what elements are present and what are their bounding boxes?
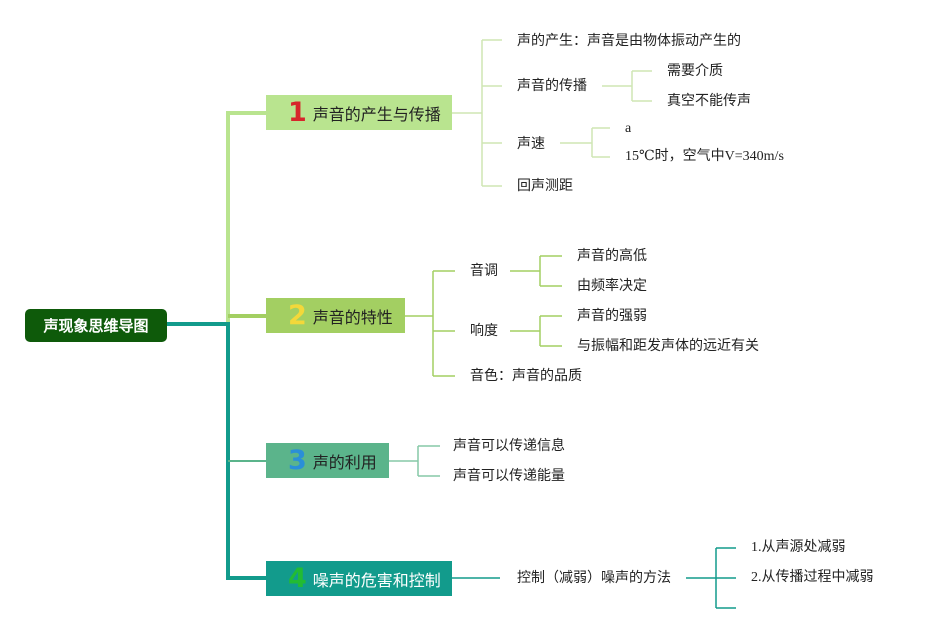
branch-line-3 <box>167 322 266 580</box>
t3-child-1[interactable]: 声音可以传递信息 <box>453 438 565 454</box>
topic-1-label: 声音的产生与传播 <box>312 104 441 124</box>
t2-child-1[interactable]: 音调 <box>470 263 498 279</box>
t1-child-1[interactable]: 声的产生：声音是由物体振动产生的 <box>517 33 741 49</box>
topic-3-node[interactable]: 3 声的利用 <box>266 443 389 478</box>
root-node[interactable]: 声现象思维导图 <box>25 309 167 342</box>
topic-3-number: 3 <box>288 445 307 476</box>
t2-child-2-leaf-1[interactable]: 声音的强弱 <box>577 308 647 324</box>
t2-child-3[interactable]: 音色：声音的品质 <box>470 368 582 384</box>
t4-child-1-leaf-1[interactable]: 1.从声源处减弱 <box>751 540 846 555</box>
t2-child-2[interactable]: 响度 <box>470 323 498 339</box>
topic-3-label: 声的利用 <box>312 452 377 472</box>
t4-child-1[interactable]: 控制（减弱）噪声的方法 <box>517 570 671 586</box>
topic-2-number: 2 <box>288 300 307 331</box>
topic-2-label: 声音的特性 <box>312 307 393 327</box>
topic-4-label: 噪声的危害和控制 <box>312 570 441 590</box>
t1-child-4[interactable]: 回声测距 <box>517 178 573 194</box>
t2-child-2-leaf-2[interactable]: 与振幅和距发声体的远近有关 <box>577 338 759 354</box>
t1-child-2-leaf-1[interactable]: 需要介质 <box>667 63 723 79</box>
root-label: 声现象思维导图 <box>43 317 149 335</box>
topic-1-number: 1 <box>288 97 307 128</box>
topic-1-node[interactable]: 1 声音的产生与传播 <box>266 95 452 130</box>
t1-child-3[interactable]: 声速 <box>517 136 545 152</box>
t1-child-3-leaf-2[interactable]: 15℃时，空气中V=340m/s <box>625 149 784 164</box>
t1-child-3-leaf-1[interactable]: a <box>625 121 632 136</box>
branch-line-1 <box>167 111 266 326</box>
t2-child-1-leaf-2[interactable]: 由频率决定 <box>577 278 647 294</box>
t3-child-2[interactable]: 声音可以传递能量 <box>453 468 565 484</box>
t4-child-1-leaf-2[interactable]: 2.从传播过程中减弱 <box>751 570 874 585</box>
t2-child-1-leaf-1[interactable]: 声音的高低 <box>577 248 647 264</box>
t1-child-2-leaf-2[interactable]: 真空不能传声 <box>667 93 751 109</box>
topic-4-node[interactable]: 4 噪声的危害和控制 <box>266 561 452 596</box>
t1-child-2[interactable]: 声音的传播 <box>517 78 587 94</box>
topic-2-node[interactable]: 2 声音的特性 <box>266 298 405 333</box>
topic-4-number: 4 <box>288 563 307 594</box>
